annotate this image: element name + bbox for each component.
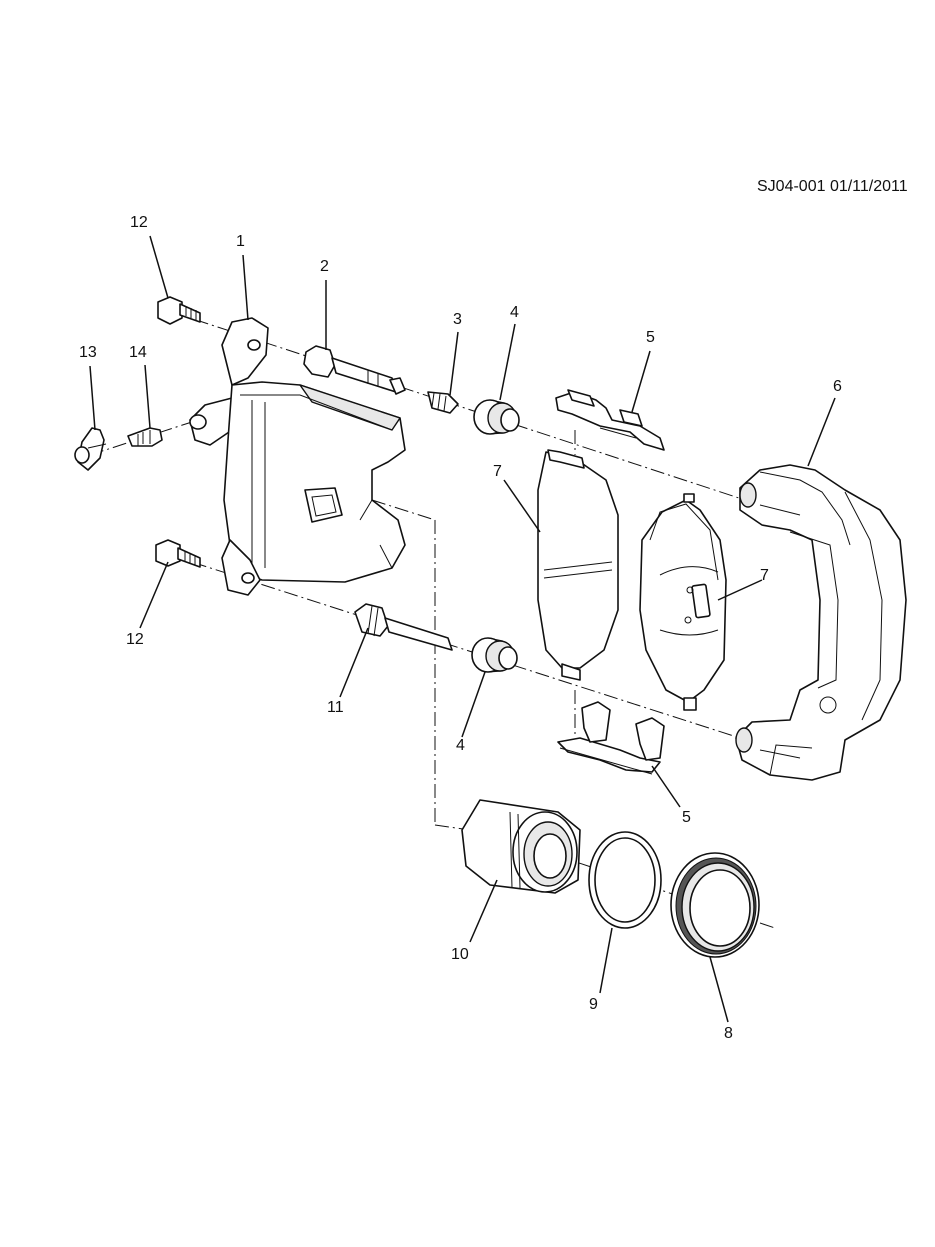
callout-10: 10 — [451, 946, 469, 963]
anti-rattle-clip-lower — [557, 701, 665, 775]
bush — [427, 391, 459, 414]
callout-12-lower: 12 — [126, 631, 144, 648]
callout-4-lower: 4 — [456, 737, 465, 754]
brake-pad-inner — [639, 493, 727, 711]
callout-9: 9 — [589, 996, 598, 1013]
callout-5-upper: 5 — [646, 329, 655, 346]
dust-boot — [670, 852, 760, 958]
anti-rattle-clip-upper — [555, 389, 665, 451]
bleed-screw — [127, 427, 163, 447]
bolt-lower — [155, 539, 201, 568]
callout-6: 6 — [833, 378, 842, 395]
bleed-cap — [74, 427, 107, 471]
callout-14: 14 — [129, 344, 147, 361]
diagram-id: SJ04-001 01/11/2011 — [757, 178, 908, 195]
callout-7-right: 7 — [760, 567, 769, 584]
guide-pin-upper — [303, 345, 406, 395]
callout-leaders — [89, 235, 836, 1023]
callout-12-upper: 12 — [130, 214, 148, 231]
callout-7-left: 7 — [493, 463, 502, 480]
callout-1: 1 — [236, 233, 245, 250]
boot-upper — [473, 399, 520, 435]
callout-5-lower: 5 — [682, 809, 691, 826]
callout-2: 2 — [320, 258, 329, 275]
piston-seal — [588, 831, 662, 929]
bolt-upper — [157, 296, 201, 325]
callout-11: 11 — [327, 699, 344, 716]
callout-8: 8 — [724, 1025, 733, 1042]
caliper-housing — [189, 317, 406, 596]
callout-13: 13 — [79, 344, 97, 361]
callout-4-upper: 4 — [510, 304, 519, 321]
caliper-carrier — [735, 464, 907, 781]
guide-pin-lower — [354, 603, 453, 651]
piston — [461, 799, 581, 894]
callout-3: 3 — [453, 311, 462, 328]
boot-lower — [471, 637, 518, 673]
brake-pad-outer — [537, 449, 619, 681]
